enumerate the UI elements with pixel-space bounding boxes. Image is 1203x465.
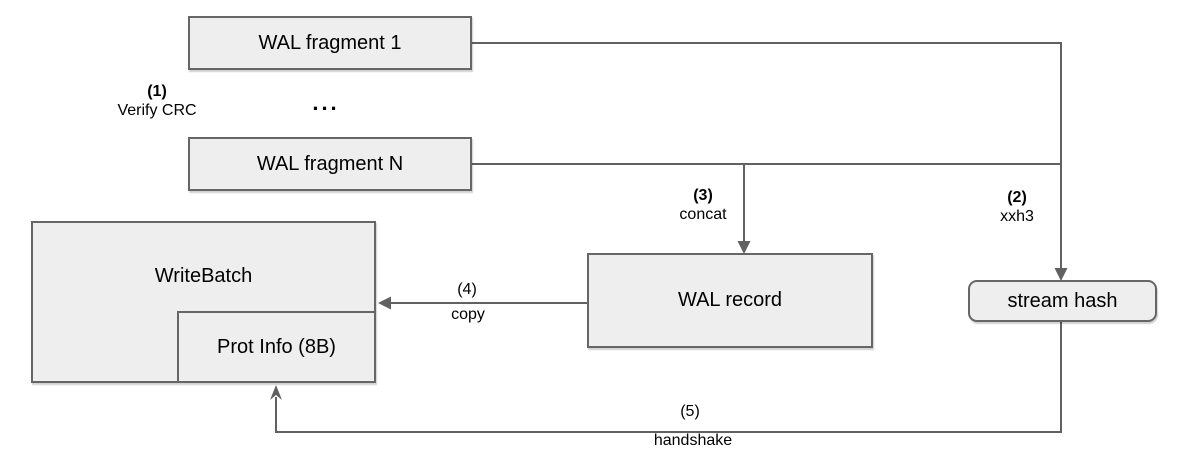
arrowhead-down-streamhash: [1054, 268, 1068, 281]
edge-handshake-to-protinfo: [275, 322, 1062, 433]
node-prot-info: Prot Info (8B): [177, 311, 376, 383]
step-3-number: (3): [693, 187, 713, 204]
step-3-annotation: (3) concat: [679, 186, 726, 224]
step-1-number: (1): [147, 83, 167, 100]
arrowhead-up-protinfo: [270, 385, 282, 400]
step-2-label: xxh3: [1000, 208, 1034, 225]
step-2-number: (2): [1007, 189, 1027, 206]
node-wal-fragment-1-label: WAL fragment 1: [258, 31, 402, 54]
arrowhead-left-writebatch: [378, 296, 391, 310]
arrowhead-down-walrecord: [737, 241, 751, 254]
node-wal-fragment-n: WAL fragment N: [188, 137, 472, 191]
edge-fragment1-to-streamhash: [472, 42, 1062, 272]
step-1-label: Verify CRC: [117, 102, 197, 119]
step-5-number: (5): [680, 403, 700, 420]
node-wal-record-label: WAL record: [677, 289, 783, 311]
node-wal-fragment-n-label: WAL fragment N: [256, 152, 404, 175]
node-wal-fragment-1: WAL fragment 1: [188, 16, 472, 70]
node-writebatch-label: WriteBatch: [154, 265, 253, 287]
step-4-number: (4): [457, 281, 477, 298]
node-prot-info-label: Prot Info (8B): [217, 335, 336, 358]
node-stream-hash-label: stream hash: [1007, 289, 1118, 312]
step-3-label: concat: [679, 206, 727, 223]
step-1-annotation: (1) Verify CRC: [117, 82, 196, 120]
step-2-annotation: (2) xxh3: [1000, 188, 1034, 226]
step-4-label: copy: [451, 306, 485, 323]
node-stream-hash: stream hash: [968, 280, 1157, 322]
node-wal-record: WAL record: [587, 253, 873, 348]
step-5-label: handshake: [653, 432, 733, 449]
fragments-ellipsis: ...: [312, 90, 340, 115]
